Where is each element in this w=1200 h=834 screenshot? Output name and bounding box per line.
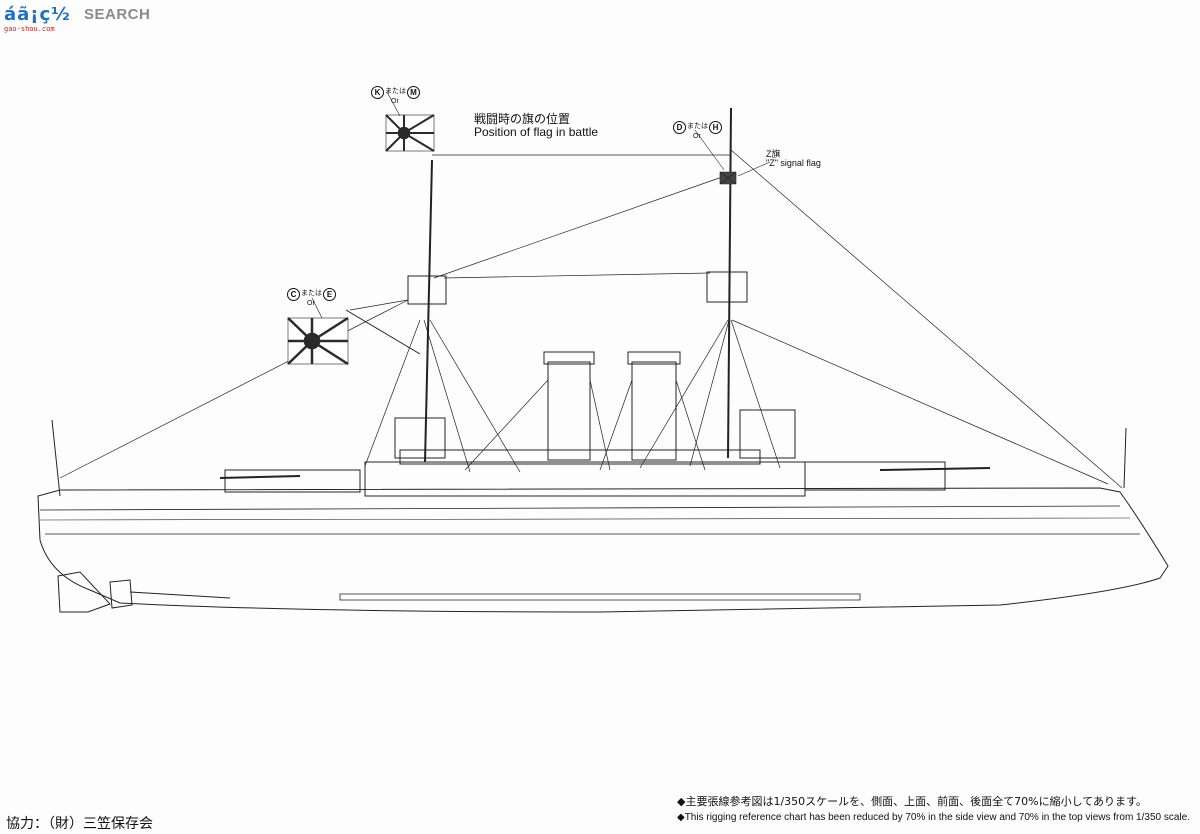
rudder bbox=[57, 571, 111, 613]
fore-bridge bbox=[739, 409, 796, 459]
or-text: Or bbox=[693, 133, 701, 140]
aft-bridge bbox=[394, 417, 446, 459]
label-k: K bbox=[371, 86, 384, 99]
credit-text: 協力：（財）三笠保存会 bbox=[6, 816, 153, 832]
label-h: H bbox=[709, 121, 722, 134]
stay-main-fore-low bbox=[443, 272, 711, 279]
logo-text: SEARCH bbox=[84, 6, 151, 23]
stay-main-fore-mid bbox=[433, 175, 726, 279]
rising-sun-flag-gaff bbox=[287, 316, 349, 366]
label-m: M bbox=[407, 86, 420, 99]
label-e: E bbox=[323, 288, 336, 301]
aft-turret bbox=[224, 469, 361, 493]
mata-wa-text: または bbox=[385, 87, 406, 95]
stay-stern bbox=[59, 299, 409, 479]
logo-subtext: gao-shou.com bbox=[4, 25, 55, 33]
fore-mast bbox=[727, 107, 732, 459]
note-jp: ◆主要張線参考図は1/350スケールを、側面、上面、前面、後面全て70%に縮小し… bbox=[677, 795, 1147, 808]
z-flag-en: "Z" signal flag bbox=[766, 158, 821, 168]
bilge-keel bbox=[339, 593, 861, 601]
stern-staff bbox=[51, 419, 61, 497]
logo-mark: áã¡ç½ bbox=[4, 4, 71, 25]
label-c: C bbox=[287, 288, 300, 301]
z-flag-jp: Z旗 bbox=[766, 149, 781, 159]
flag-position-jp: 戦闘時の旗の位置 bbox=[474, 112, 571, 126]
note-en: ◆This rigging reference chart has been r… bbox=[677, 812, 1190, 823]
fore-mast-top bbox=[706, 271, 748, 303]
or-text: Or bbox=[391, 98, 399, 105]
main-mast-top bbox=[407, 275, 447, 305]
gaff bbox=[345, 309, 421, 355]
funnel-fore-cap bbox=[627, 351, 681, 365]
main-mast bbox=[424, 159, 433, 463]
deck-line bbox=[39, 505, 1121, 511]
z-signal-flag bbox=[719, 171, 737, 185]
prop-shaft bbox=[129, 591, 231, 599]
rising-sun-flag-top bbox=[385, 114, 435, 152]
mata-wa-text: または bbox=[301, 289, 322, 297]
aft-gun bbox=[219, 475, 301, 479]
stay-bow-low bbox=[731, 319, 1109, 485]
funnel-aft-cap bbox=[543, 351, 595, 365]
flag-halyard bbox=[349, 299, 409, 311]
deckhouse-upper bbox=[399, 449, 761, 465]
label-d: D bbox=[673, 121, 686, 134]
propeller bbox=[109, 579, 133, 609]
mata-wa-text: または bbox=[687, 122, 708, 130]
funnel-aft bbox=[547, 361, 591, 461]
belt-line bbox=[39, 517, 1131, 521]
fore-gun bbox=[879, 467, 991, 471]
funnel-fore bbox=[631, 361, 677, 461]
hull-outline bbox=[37, 487, 1169, 613]
stay-bow-high bbox=[730, 149, 1123, 489]
flag-position-en: Position of flag in battle bbox=[474, 125, 599, 139]
jack-staff bbox=[1123, 427, 1127, 489]
deckhouse bbox=[364, 461, 806, 497]
fore-turret bbox=[804, 461, 946, 491]
or-text: Or bbox=[307, 300, 315, 307]
